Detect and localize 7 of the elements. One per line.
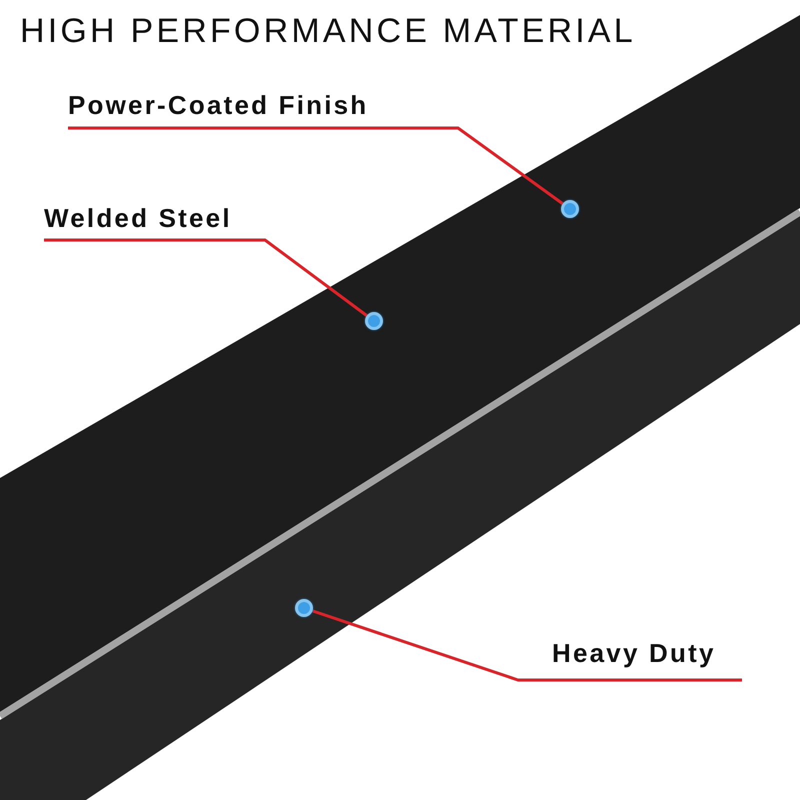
- leader-line: [44, 238, 368, 317]
- title: HIGH PERFORMANCE MATERIAL: [20, 12, 636, 51]
- callout-label: Welded Steel: [44, 203, 232, 233]
- leader-line: [68, 126, 564, 205]
- leader-line: [312, 609, 742, 682]
- callout-label: Power-Coated Finish: [68, 90, 368, 120]
- callout-label: Heavy Duty: [552, 638, 716, 668]
